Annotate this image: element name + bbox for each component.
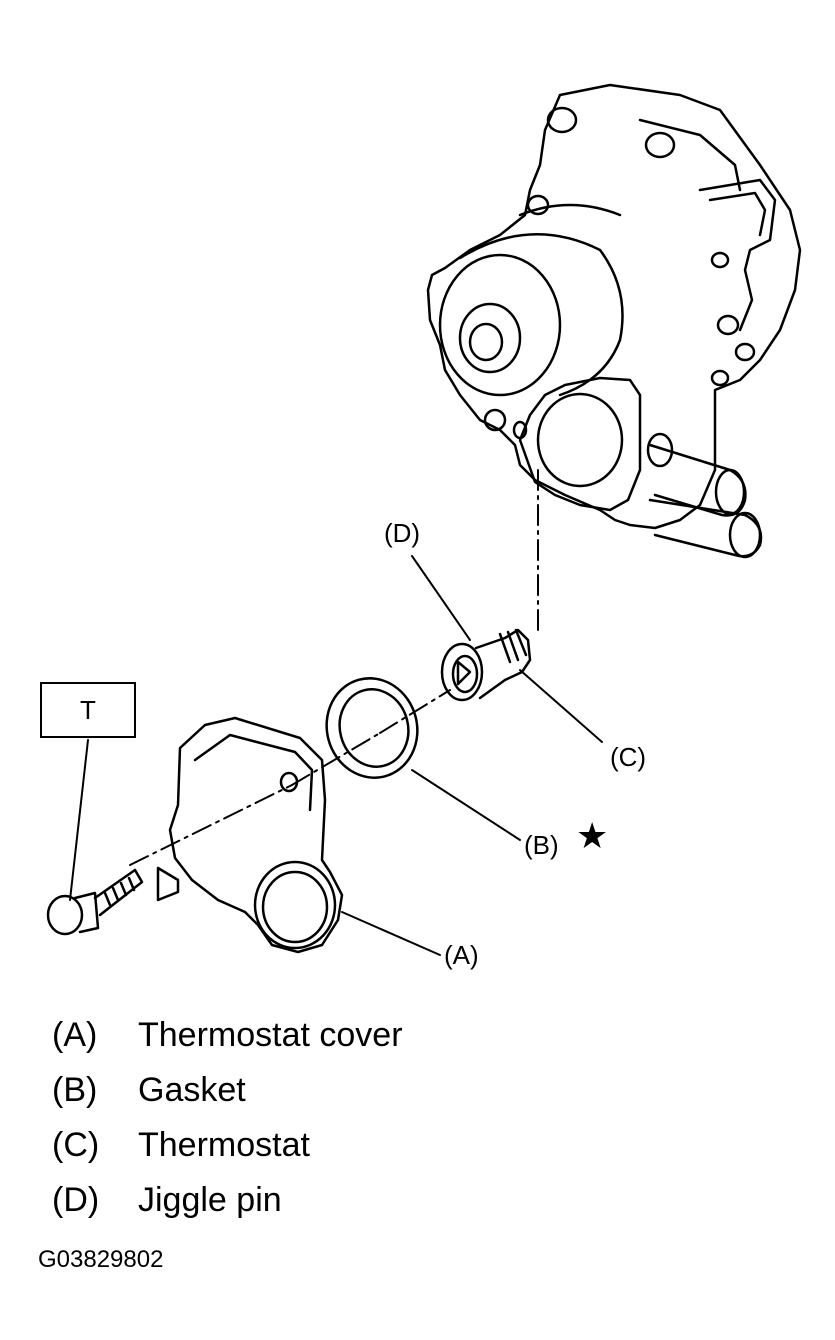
leader-lines — [69, 555, 603, 956]
callout-a: (A) — [444, 940, 479, 970]
thermostat-cover — [156, 716, 344, 954]
thermostat — [440, 628, 532, 702]
legend-item: (B) Gasket — [52, 1073, 246, 1107]
legend-text: Gasket — [138, 1071, 246, 1109]
legend-key: (C) — [52, 1126, 100, 1164]
water-pump-housing — [426, 83, 802, 559]
callout-b: (B) — [524, 830, 559, 860]
legend-text: Thermostat — [138, 1126, 310, 1164]
legend-key: (B) — [52, 1071, 98, 1109]
torque-symbol-box: T — [40, 682, 136, 738]
legend-item: (D) Jiggle pin — [52, 1183, 282, 1217]
torque-symbol: T — [80, 694, 96, 725]
callout-c: (C) — [610, 742, 647, 772]
legend-text: Jiggle pin — [138, 1181, 282, 1219]
gasket — [325, 677, 419, 779]
star-icon: ★ — [576, 815, 609, 856]
bolt — [46, 868, 144, 936]
legend-text: Thermostat cover — [138, 1016, 403, 1054]
legend-item: (A) Thermostat cover — [52, 1018, 403, 1052]
figure-id: G03829802 — [38, 1246, 164, 1273]
legend-key: (D) — [52, 1181, 100, 1219]
callout-d: (D) — [384, 518, 421, 548]
assembly-axis-lines — [129, 469, 539, 866]
legend-key: (A) — [52, 1016, 98, 1054]
legend-item: (C) Thermostat — [52, 1128, 310, 1162]
